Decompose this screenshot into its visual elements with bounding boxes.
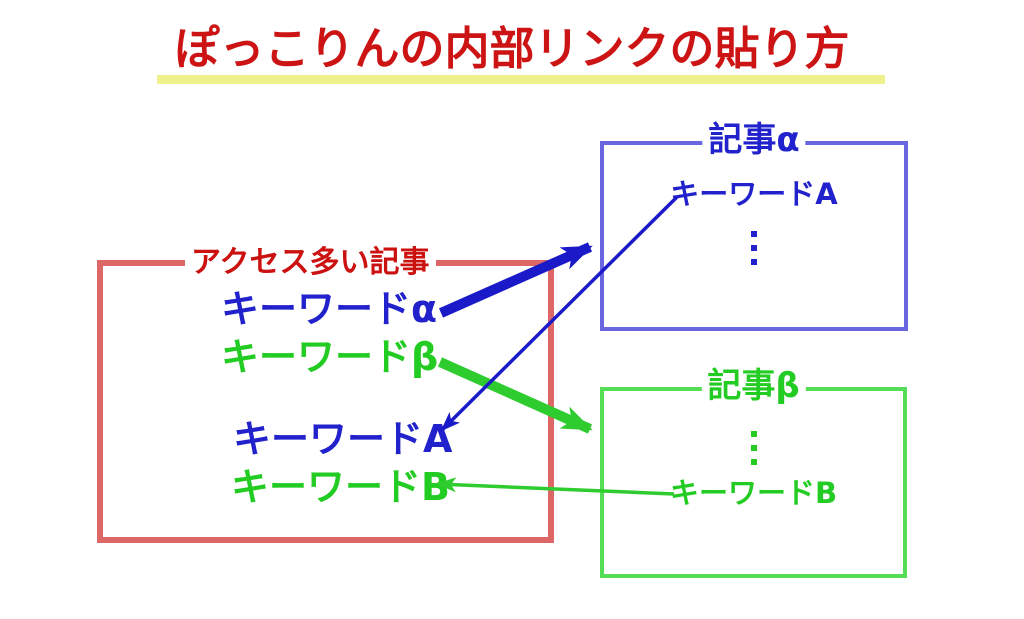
- article-beta-box-label: 記事β: [701, 367, 806, 406]
- article-beta-box: 記事β キーワードB: [600, 367, 907, 578]
- title-underline: [157, 75, 885, 84]
- ellipsis-dot: [750, 445, 757, 451]
- ellipsis-dot: [751, 259, 757, 265]
- vertical-ellipsis-icon: [750, 431, 757, 465]
- vertical-ellipsis-icon: [751, 231, 757, 265]
- article-alpha-box-label: 記事α: [702, 121, 806, 160]
- ellipsis-dot: [751, 245, 757, 251]
- source-article-box: アクセス多い記事 キーワードα キーワードβ キーワードA キーワードB: [97, 246, 554, 543]
- source-keyword-alpha: キーワードα: [221, 287, 438, 331]
- article-alpha-keyword-a: キーワードA: [670, 177, 838, 211]
- source-keyword-b: キーワードB: [231, 465, 450, 509]
- article-beta-keyword-b: キーワードB: [669, 476, 838, 510]
- ellipsis-dot: [750, 431, 757, 437]
- page-title: ぽっこりんの内部リンクの貼り方: [174, 22, 850, 75]
- article-alpha-box: 記事α キーワードA: [600, 121, 908, 331]
- ellipsis-dot: [750, 459, 757, 465]
- ellipsis-dot: [751, 231, 757, 237]
- source-keyword-beta: キーワードβ: [221, 335, 439, 379]
- source-article-box-label: アクセス多い記事: [185, 246, 436, 279]
- source-keyword-a: キーワードA: [233, 417, 453, 461]
